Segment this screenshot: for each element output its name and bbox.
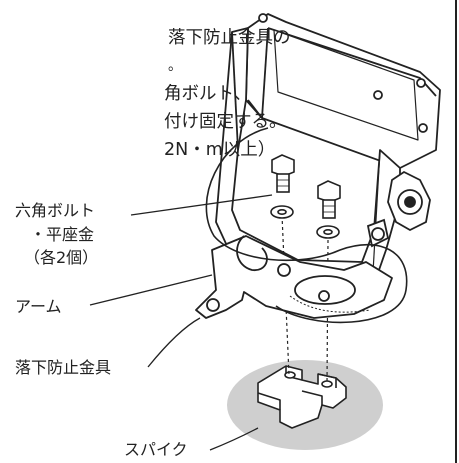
fall-bracket-label: 落下防止金具 — [15, 358, 112, 377]
spike-label: スパイク — [124, 440, 188, 459]
instruction-line-1: 落下防止金具の — [168, 28, 291, 48]
frame-border — [455, 0, 457, 463]
instruction-line-3: 角ボルト、 — [164, 84, 252, 104]
instruction-line-4: 付け固定する。 — [164, 112, 287, 132]
bolt-label-line-3: （各2個） — [24, 248, 99, 267]
bolt-label-line-1: 六角ボルト — [15, 201, 96, 220]
arm-plate — [195, 235, 393, 319]
leader-lines — [89, 194, 273, 451]
bolt-left — [270, 154, 295, 219]
instruction-line-5: 2N・m以上） — [164, 140, 276, 160]
bolt-label-line-2: ・平座金 — [30, 225, 95, 244]
instruction-line-2: 。 — [168, 58, 182, 74]
side-knob — [366, 170, 431, 248]
arm-label: アーム — [15, 297, 62, 316]
bolt-right — [316, 180, 341, 239]
safety-wire — [205, 127, 408, 324]
